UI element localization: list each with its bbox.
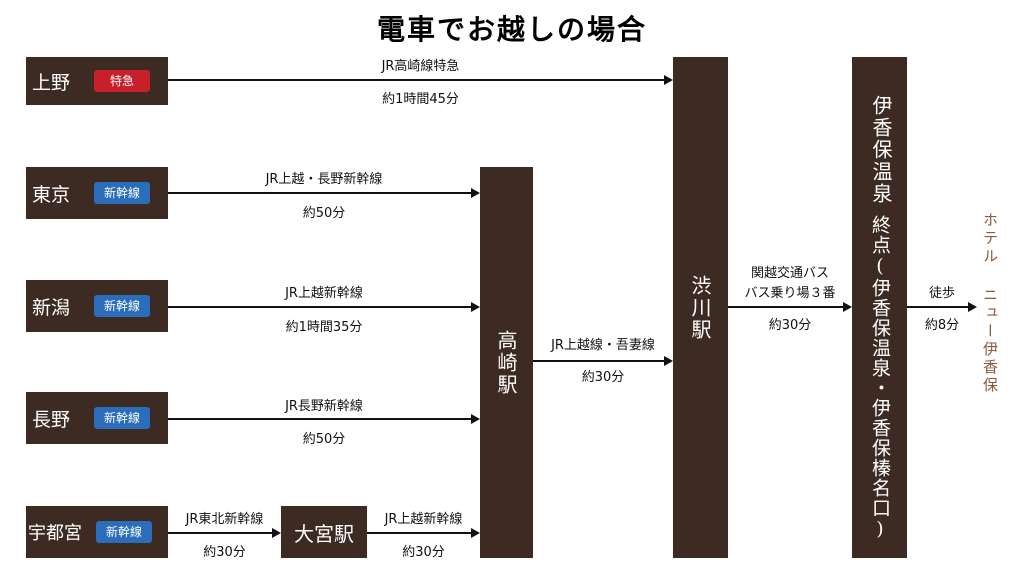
route-takasaki-time: 約30分 xyxy=(581,370,625,385)
route-shibukawa-time: 約30分 xyxy=(768,318,812,333)
station-ikaho-terminal: 伊香保温泉 終点(伊香保温泉・伊香保榛名口) xyxy=(852,57,907,558)
arrowhead xyxy=(664,356,673,366)
arrow-nagano xyxy=(168,418,472,420)
station-takasaki: 高崎駅 xyxy=(480,167,533,558)
arrowhead xyxy=(471,188,480,198)
shinkansen-badge: 新幹線 xyxy=(96,521,152,543)
shinkansen-badge: 新幹線 xyxy=(94,295,150,317)
arrow-utsunomiya xyxy=(168,532,273,534)
arrowhead xyxy=(471,528,480,538)
station-ikaho-top-label: 伊香保温泉 xyxy=(869,95,893,205)
origin-ueno-label: 上野 xyxy=(32,71,71,94)
route-takasaki-line: JR上越線・吾妻線 xyxy=(551,338,655,353)
route-shibukawa-line2: バス乗り場３番 xyxy=(744,286,836,301)
station-shibukawa: 渋川駅 xyxy=(673,57,728,558)
route-walk-time: 約8分 xyxy=(924,318,960,333)
arrow-niigata xyxy=(168,306,472,308)
origin-niigata: 新潟 新幹線 xyxy=(26,280,168,332)
station-shibukawa-label: 渋川駅 xyxy=(688,274,712,341)
station-ikaho-bottom-label: 終点(伊香保温泉・伊香保榛名口) xyxy=(869,215,891,541)
arrow-ueno xyxy=(168,79,665,81)
route-omiya-line: JR上越新幹線 xyxy=(384,512,463,527)
arrow-walk xyxy=(907,306,969,308)
arrow-tokyo xyxy=(168,192,472,194)
origin-utsunomiya-label: 宇都宮 xyxy=(28,523,82,544)
route-nagano-line: JR長野新幹線 xyxy=(285,399,363,414)
station-takasaki-label: 高崎駅 xyxy=(494,329,518,396)
origin-tokyo-label: 東京 xyxy=(32,183,71,206)
route-niigata-time: 約1時間35分 xyxy=(285,320,363,335)
route-utsunomiya-line: JR東北新幹線 xyxy=(185,512,264,527)
destination-hotel: ホテル ニュー伊香保 xyxy=(981,212,999,395)
route-walk-line: 徒歩 xyxy=(928,286,955,301)
arrow-takasaki xyxy=(533,360,665,362)
tokkyu-badge: 特急 xyxy=(94,70,150,92)
arrowhead xyxy=(968,302,977,312)
arrow-shibukawa xyxy=(728,306,844,308)
origin-utsunomiya: 宇都宮 新幹線 xyxy=(26,506,168,558)
route-shibukawa-line1: 関越交通バス xyxy=(750,266,829,281)
route-utsunomiya-time: 約30分 xyxy=(203,545,246,560)
shinkansen-badge: 新幹線 xyxy=(94,182,150,204)
route-nagano-time: 約50分 xyxy=(302,432,346,447)
origin-nagano-label: 長野 xyxy=(32,408,71,431)
arrowhead xyxy=(843,302,852,312)
shinkansen-badge: 新幹線 xyxy=(94,407,150,429)
origin-ueno: 上野 特急 xyxy=(26,57,168,105)
station-omiya-label: 大宮駅 xyxy=(294,521,354,546)
arrowhead xyxy=(272,528,281,538)
arrowhead xyxy=(664,75,673,85)
arrow-omiya xyxy=(367,532,472,534)
route-ueno-line: JR高崎線特急 xyxy=(381,59,460,74)
route-omiya-time: 約30分 xyxy=(402,545,445,560)
station-omiya: 大宮駅 xyxy=(281,506,367,558)
origin-nagano: 長野 新幹線 xyxy=(26,392,168,444)
route-niigata-line: JR上越新幹線 xyxy=(285,286,363,301)
origin-niigata-label: 新潟 xyxy=(32,296,71,319)
route-tokyo-time: 約50分 xyxy=(302,206,346,221)
arrowhead xyxy=(471,302,480,312)
route-ueno-time: 約1時間45分 xyxy=(382,92,459,107)
arrowhead xyxy=(471,414,480,424)
page-title: 電車でお越しの場合 xyxy=(376,13,647,46)
route-tokyo-line: JR上越・長野新幹線 xyxy=(265,172,383,187)
origin-tokyo: 東京 新幹線 xyxy=(26,167,168,219)
